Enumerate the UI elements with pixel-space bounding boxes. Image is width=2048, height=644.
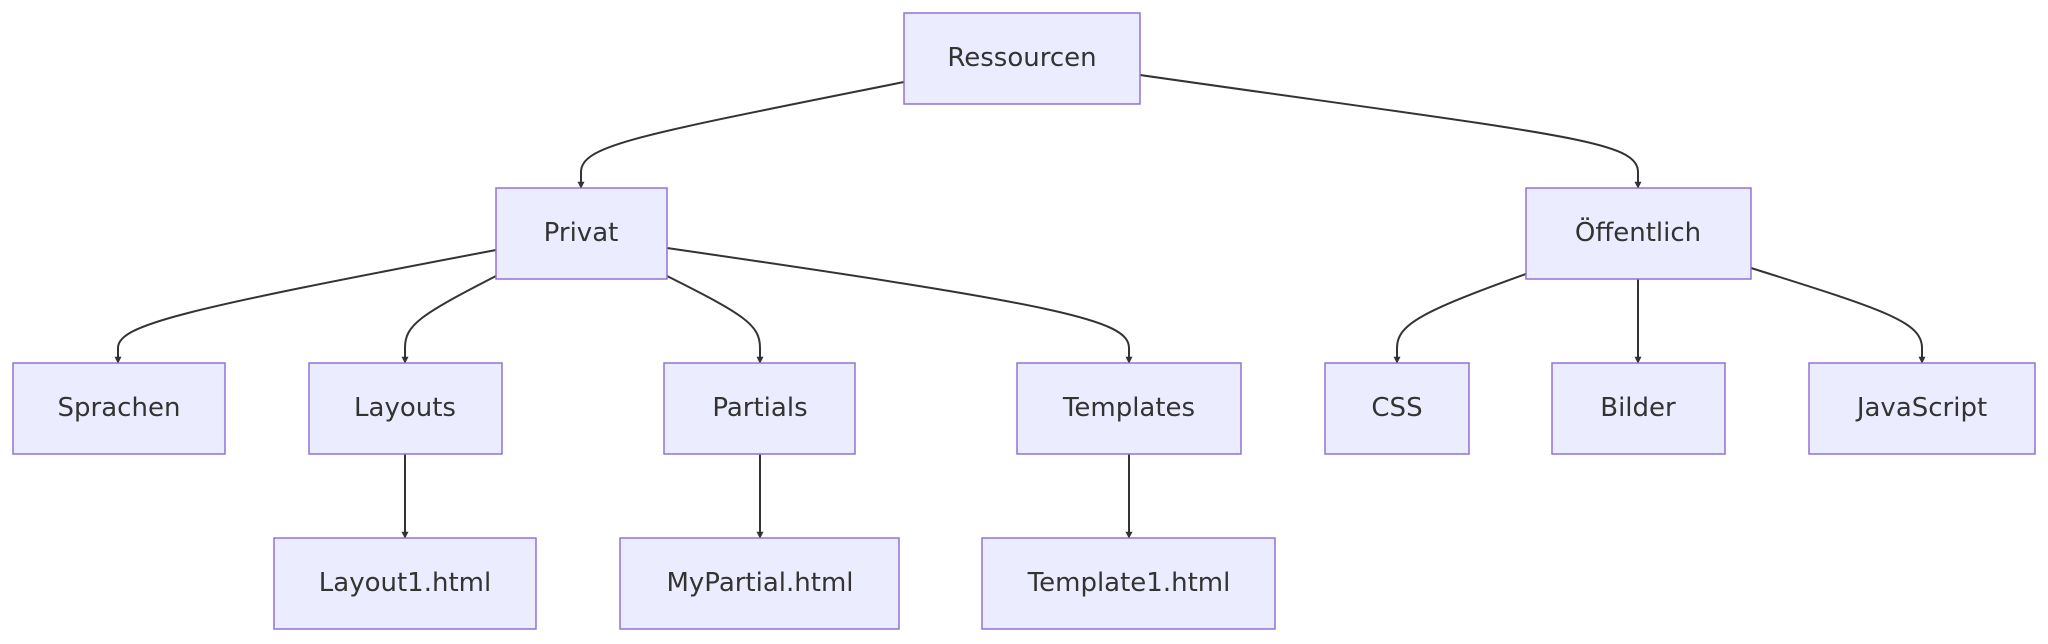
- node-label-partials: Partials: [712, 393, 807, 423]
- node-bilder: Bilder: [1551, 362, 1726, 455]
- node-label-templates: Templates: [1062, 393, 1195, 423]
- node-template1: Template1.html: [981, 537, 1276, 630]
- node-css: CSS: [1324, 362, 1470, 455]
- node-label-layout1: Layout1.html: [319, 568, 491, 598]
- node-label-sprachen: Sprachen: [58, 393, 181, 423]
- node-javascript: JavaScript: [1808, 362, 2036, 455]
- node-label-mypartial: MyPartial.html: [666, 568, 853, 598]
- node-label-ressourcen: Ressourcen: [947, 43, 1096, 73]
- node-privat: Privat: [495, 187, 668, 280]
- node-label-template1: Template1.html: [1027, 568, 1231, 598]
- edges: [114, 74, 1926, 539]
- nodes: Ressourcen Privat Öffentlich Sprachen La…: [12, 12, 2036, 630]
- node-layout1: Layout1.html: [273, 537, 537, 630]
- node-layouts: Layouts: [308, 362, 503, 455]
- node-label-javascript: JavaScript: [1855, 393, 1987, 423]
- node-label-privat: Privat: [544, 218, 619, 248]
- node-ressourcen: Ressourcen: [903, 12, 1141, 105]
- edge-privat-layouts: [401, 275, 497, 364]
- node-label-css: CSS: [1371, 393, 1422, 423]
- edge-privat-partials: [666, 275, 764, 364]
- node-sprachen: Sprachen: [12, 362, 226, 455]
- edge-privat-sprachen: [114, 249, 497, 364]
- node-templates: Templates: [1016, 362, 1242, 455]
- edge-ressourcen-privat: [577, 81, 905, 189]
- node-partials: Partials: [663, 362, 856, 455]
- node-label-layouts: Layouts: [354, 393, 456, 423]
- node-label-bilder: Bilder: [1600, 393, 1676, 423]
- edge-oeffentlich-css: [1393, 273, 1527, 364]
- node-mypartial: MyPartial.html: [619, 537, 900, 630]
- edge-ressourcen-oeffentlich: [1139, 74, 1642, 189]
- edge-oeffentlich-javascript: [1750, 267, 1926, 364]
- node-oeffentlich: Öffentlich: [1525, 187, 1752, 280]
- edge-privat-templates: [666, 247, 1133, 364]
- node-label-oeffentlich: Öffentlich: [1575, 216, 1701, 248]
